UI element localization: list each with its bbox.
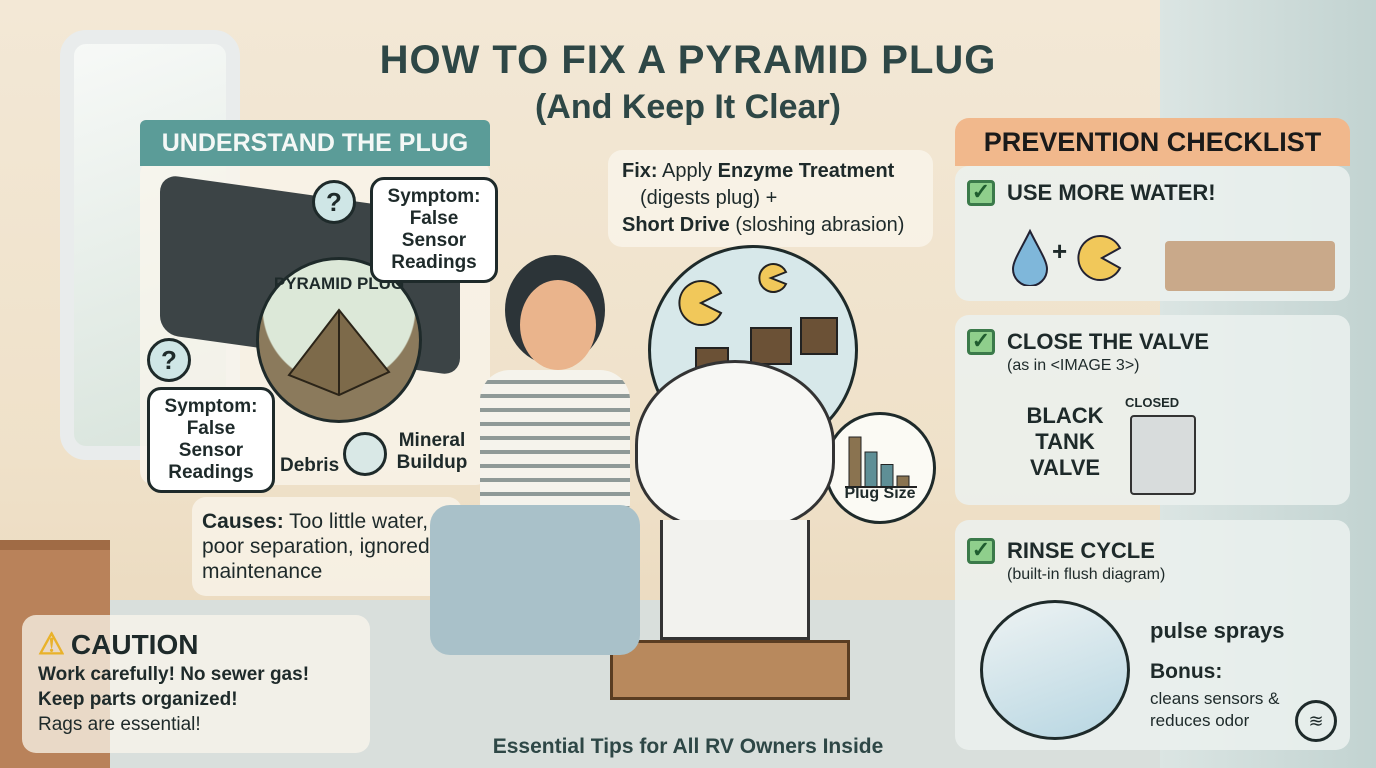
woman-shirt [480,370,630,510]
symptom-bubble-left: Symptom: False Sensor Readings [147,387,275,493]
footer-caption: Essential Tips for All RV Owners Inside [492,735,884,758]
plug-size-bars [845,436,917,488]
water-drop-pacman-icon [1011,228,1122,286]
caution-box: ⚠ CAUTION Work carefully! No sewer gas! … [22,615,370,753]
odor-icon: ≋ [1295,700,1337,742]
toilet-illustration [635,360,835,530]
causes-box: Causes: Too little water, poor separatio… [192,497,462,596]
plug-size-chart: Plug Size [824,412,936,524]
plus-sign: + [1052,236,1068,266]
flush-diagram [980,600,1130,740]
page-subtitle: (And Keep It Clear) [534,88,842,126]
toilet-base [660,520,810,640]
caution-line: Keep parts organized! [38,689,238,710]
question-icon: ? [147,338,191,382]
bonus-text: cleans sensors & reduces odor [1150,689,1280,730]
caution-line: Rags are essential! [38,714,201,735]
wood-platform [610,640,850,700]
question-icon: ? [312,180,356,224]
understand-heading: UNDERSTAND THE PLUG [140,120,490,166]
pulse-sprays-label: pulse sprays [1150,618,1285,643]
valve-illustration [1130,415,1196,495]
fix-treatment: Enzyme Treatment [717,160,895,182]
causes-label: Causes: [202,510,284,533]
fix-label: Fix: [622,160,658,182]
item-title: CLOSE THE VALVE [1007,329,1210,354]
foot-pedal-illustration [1165,241,1335,291]
black-tank-valve-label: BLACK TANK VALVE [1026,403,1104,480]
plug-size-bar [848,436,862,488]
item-title: USE MORE WATER! [1007,180,1216,205]
woman-face [520,280,596,370]
fix-drive: Short Drive [622,214,730,236]
checklist-item-water: ✓ USE MORE WATER! + [955,166,1350,301]
item-subtitle: (built-in flush diagram) [1007,566,1166,583]
bonus-label: Bonus: [1150,660,1223,683]
plug-size-bar [864,451,878,488]
debris-label: Debris [280,455,340,476]
warning-icon: ⚠ [38,628,65,661]
mineral-icon [343,432,387,476]
symptom-bubble-top: Symptom: False Sensor Readings [370,177,498,283]
checklist-item-rinse: ✓ RINSE CYCLE (built-in flush diagram) p… [955,520,1350,750]
checklist-heading: PREVENTION CHECKLIST [955,118,1350,166]
pyramid-plug-circle: PYRAMID PLUG [256,257,422,423]
caution-line: Work carefully! No sewer gas! [38,664,310,685]
fix-treatment-note: (digests plug) + [640,187,778,209]
page-title: HOW TO FIX A PYRAMID PLUG [379,38,997,82]
woman-jeans [430,505,640,655]
pyramid-plug-label: PYRAMID PLUG [273,274,405,293]
plug-size-label: Plug Size [844,485,916,502]
caution-heading: CAUTION [70,628,199,660]
checkbox-checked-icon: ✓ [967,538,995,564]
fix-drive-note: (sloshing abrasion) [735,214,905,236]
checkbox-checked-icon: ✓ [967,329,995,355]
pyramid-icon [287,308,391,397]
item-title: RINSE CYCLE [1007,538,1155,563]
item-subtitle: (as in <IMAGE 3>) [1007,357,1140,374]
mineral-buildup-label: Mineral Buildup [396,430,468,473]
checklist-item-valve: ✓ CLOSE THE VALVE (as in <IMAGE 3>) BLAC… [955,315,1350,505]
causes-text: Too little water, poor separation, ignor… [202,510,430,583]
fix-apply: Apply [662,160,713,182]
closed-label: CLOSED [1125,395,1180,410]
fix-box: Fix: Apply Enzyme Treatment (digests plu… [608,150,933,247]
checkbox-checked-icon: ✓ [967,180,995,206]
